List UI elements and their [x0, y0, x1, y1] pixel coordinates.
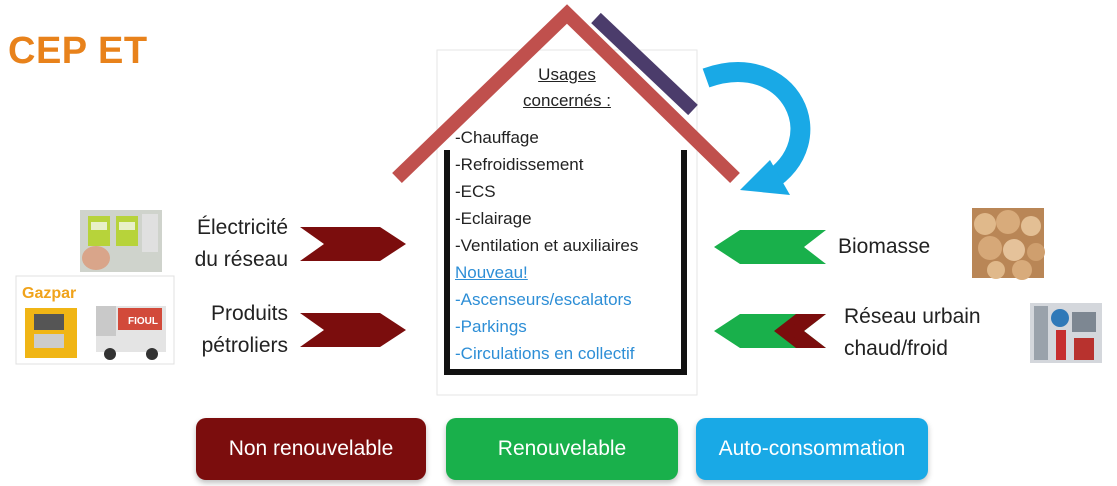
new-usage-item: -Parkings [455, 317, 527, 336]
auto-consumption-arrowhead [740, 160, 790, 195]
electricity-line-2: du réseau [194, 248, 288, 271]
legend-non-renewable-label: Non renouvelable [228, 437, 394, 460]
biomass-wood-photo [972, 208, 1045, 280]
legend-self-consumption: Auto-consommation [696, 418, 928, 480]
legend-self-consumption-label: Auto-consommation [718, 437, 906, 460]
usage-item: -ECS [455, 182, 496, 201]
district-heating-source-label: Réseau urbain chaud/froid [844, 301, 994, 365]
usages-list: Usages concernés : -Chauffage -Refroidis… [455, 62, 685, 367]
fioul-logo: FIOUL [128, 316, 158, 327]
district-heating-photo [1030, 303, 1102, 363]
page-title: CEP ET [8, 30, 148, 72]
gazpar-logo: Gazpar [22, 285, 76, 302]
legend-non-renewable: Non renouvelable [196, 418, 426, 480]
petroleum-arrow [300, 313, 406, 347]
district-line-2: chaud/froid [844, 337, 948, 360]
petroleum-source-label: Produits pétroliers [170, 298, 288, 362]
legend-renewable-label: Renouvelable [497, 437, 627, 460]
chimney [591, 12, 698, 116]
district-heating-arrow-red-tip [774, 314, 808, 348]
electricity-meter-photo [80, 210, 162, 272]
usages-title-line-2: concernés : [523, 91, 611, 110]
biomass-source-label: Biomasse [838, 231, 968, 263]
new-usage-item: -Ascenseurs/escalators [455, 290, 632, 309]
gas-and-fuel-photo [15, 275, 175, 365]
usage-item: -Refroidissement [455, 155, 584, 174]
usages-title-line-1: Usages [538, 65, 596, 84]
district-heating-arrow-red-part [784, 314, 826, 348]
biomass-line-1: Biomasse [838, 235, 931, 258]
usage-item: -Ventilation et auxiliaires [455, 236, 639, 255]
petroleum-line-1: Produits [210, 302, 288, 325]
legend-renewable: Renouvelable [446, 418, 678, 480]
usage-item: -Eclairage [455, 209, 532, 228]
roof [392, 4, 740, 184]
district-line-1: Réseau urbain [844, 305, 981, 328]
new-usages-label: Nouveau! [455, 263, 528, 282]
petroleum-line-2: pétroliers [201, 334, 288, 357]
electricity-line-1: Électricité [196, 216, 288, 239]
usage-item: -Chauffage [455, 128, 539, 147]
usages-title: Usages concernés : [455, 62, 679, 114]
new-usage-item: -Circulations en collectif [455, 344, 635, 363]
electricity-source-label: Électricité du réseau [170, 212, 288, 276]
electricity-arrow [300, 227, 406, 261]
biomass-arrow [714, 230, 826, 264]
auto-consumption-loop-arrow [702, 62, 811, 191]
house-walls [444, 150, 687, 375]
